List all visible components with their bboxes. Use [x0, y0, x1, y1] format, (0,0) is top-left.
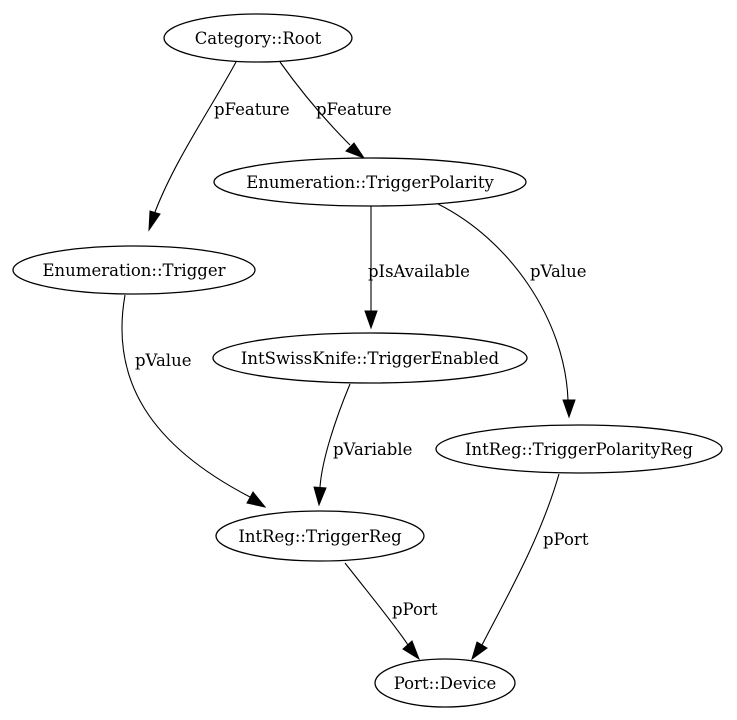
edge-label-pport-left: pPort — [392, 600, 438, 619]
node-enumeration-trigger-polarity[interactable]: Enumeration::TriggerPolarity — [213, 157, 527, 207]
edge-line — [154, 61, 237, 213]
node-ellipse — [435, 424, 723, 474]
node-label: Port::Device — [394, 674, 497, 693]
edge-label-pfeature-right: pFeature — [316, 100, 392, 119]
node-ellipse — [163, 13, 353, 63]
arrowhead — [148, 210, 161, 232]
edge-enabled-to-trigger-reg: pVariable — [313, 383, 412, 507]
node-intswissknife-trigger-enabled[interactable]: IntSwissKnife::TriggerEnabled — [212, 332, 528, 384]
edge-line — [279, 61, 351, 146]
edge-line — [481, 473, 560, 646]
node-ellipse — [213, 157, 527, 207]
node-label: IntSwissKnife::TriggerEnabled — [241, 349, 500, 368]
arrowhead — [345, 142, 366, 160]
node-category-root[interactable]: Category::Root — [163, 13, 353, 63]
edge-line — [437, 203, 569, 401]
node-port-device[interactable]: Port::Device — [374, 658, 516, 708]
edge-label-pvalue-right: pValue — [530, 262, 586, 281]
node-intreg-trigger-reg[interactable]: IntReg::TriggerReg — [215, 510, 425, 562]
node-ellipse — [212, 332, 528, 384]
edge-trigger-reg-to-device: pPort — [344, 562, 438, 661]
edge-label-pfeature-left: pFeature — [214, 100, 290, 119]
node-ellipse — [215, 510, 425, 562]
edge-line — [319, 383, 351, 488]
arrowhead — [562, 399, 576, 419]
edge-trigger-to-trigger-reg: pValue — [121, 294, 267, 508]
edge-label-pport-right: pPort — [543, 530, 589, 549]
arrowhead — [402, 640, 421, 661]
edge-polarity-reg-to-device: pPort — [471, 473, 589, 661]
edge-label-pvariable: pVariable — [333, 440, 412, 459]
arrowhead — [471, 641, 488, 661]
node-label: Enumeration::TriggerPolarity — [246, 173, 494, 192]
edge-label-pvalue-left: pValue — [135, 351, 191, 370]
edge-line — [121, 294, 251, 498]
edge-label-pisavailable: pIsAvailable — [368, 262, 470, 281]
arrowhead — [364, 310, 378, 330]
node-intreg-trigger-polarity-reg[interactable]: IntReg::TriggerPolarityReg — [435, 424, 723, 474]
node-enumeration-trigger[interactable]: Enumeration::Trigger — [12, 245, 256, 295]
edge-line — [344, 562, 409, 646]
node-label: Category::Root — [195, 29, 322, 48]
edge-polarity-to-enabled: pIsAvailable — [364, 205, 470, 330]
node-ellipse — [374, 658, 516, 708]
node-label: IntReg::TriggerReg — [238, 527, 402, 546]
edge-polarity-to-polarity-reg: pValue — [437, 203, 586, 419]
arrowhead — [246, 491, 267, 508]
node-label: Enumeration::Trigger — [43, 261, 226, 280]
node-ellipse — [12, 245, 256, 295]
node-label: IntReg::TriggerPolarityReg — [465, 440, 693, 459]
edge-root-to-trigger-polarity: pFeature — [279, 61, 392, 160]
arrowhead — [313, 486, 327, 507]
edge-root-to-trigger: pFeature — [148, 61, 290, 232]
